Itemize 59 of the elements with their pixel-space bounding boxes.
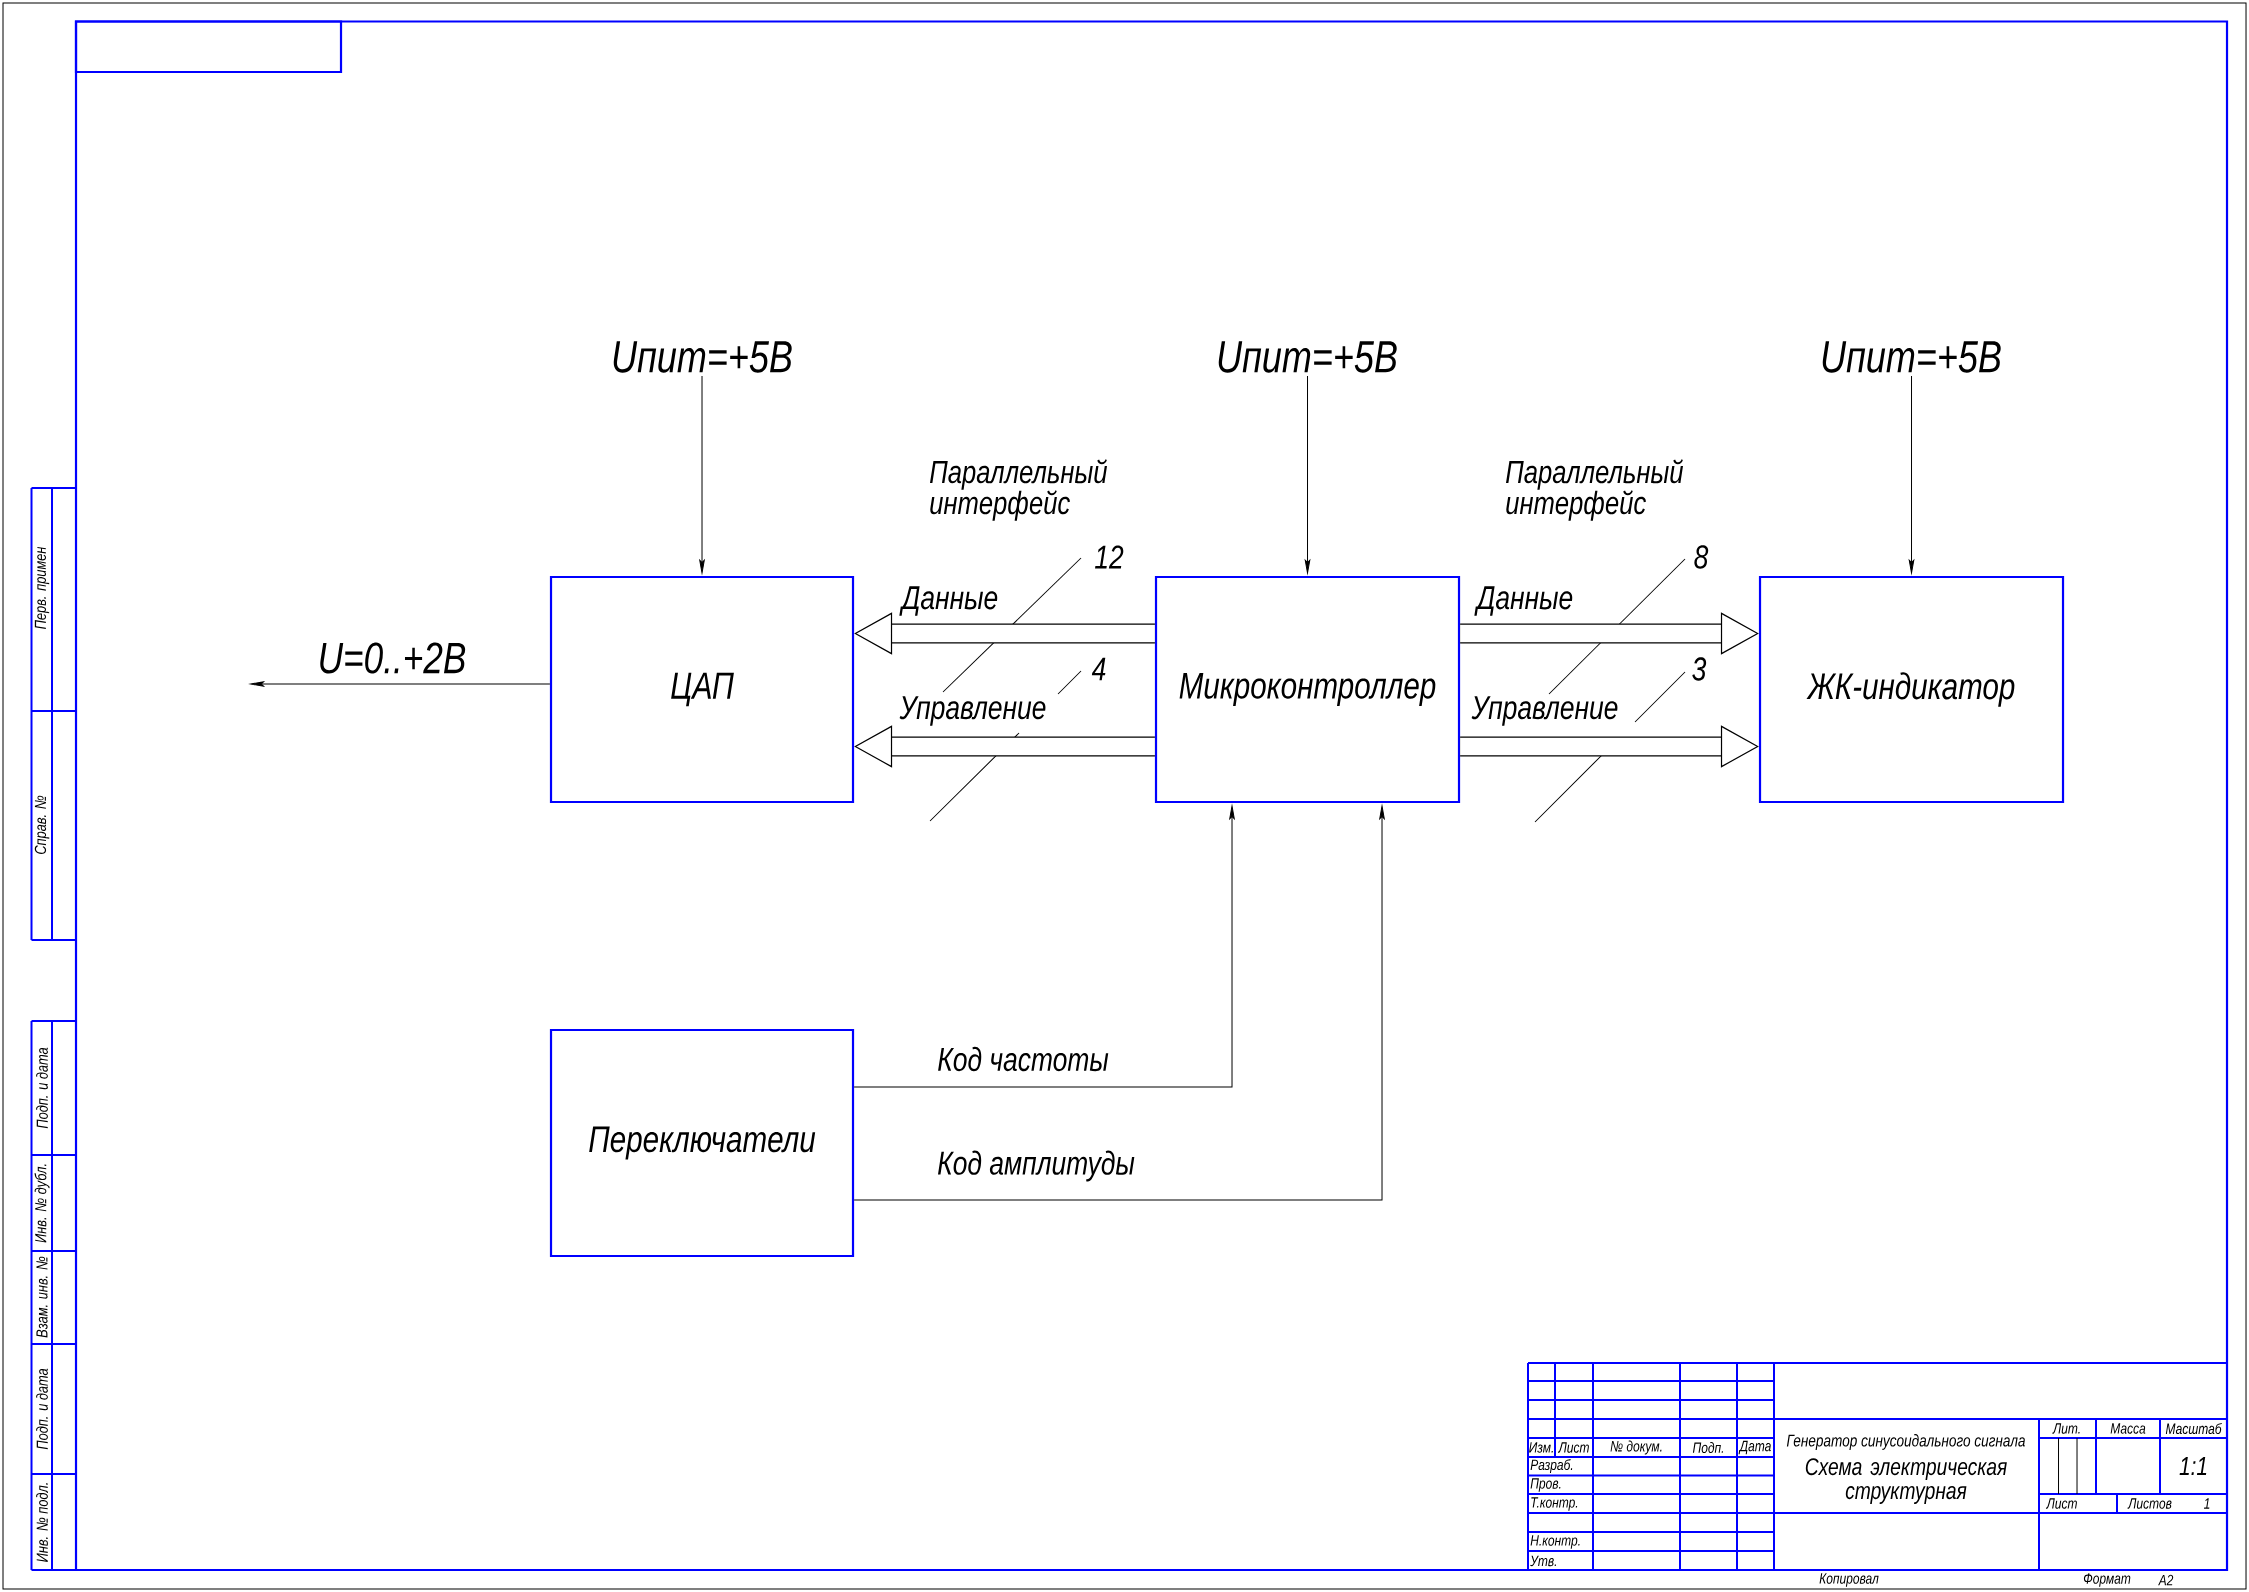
supply-voltage-label: Uпит=+5В [613,341,792,373]
bus-width-number: 12 [1095,545,1124,569]
title-block-label: Пров. [1530,1478,1561,1492]
interface-label: Параллельный интерфейс [1506,459,1683,521]
title-block-label: 1:1 [2179,1457,2207,1475]
edge-label: Код амплитуды [936,1149,1136,1183]
margin-field-label: Инв. № подл. [36,1483,48,1562]
edge-label: U=0..+2В [316,641,468,675]
title-block-label: Утв. [1530,1555,1556,1567]
bus-arrow [854,612,1155,655]
bus-arrow [854,725,1155,768]
title-block-label: Масса [2110,1423,2146,1434]
edge-label: Управление [898,695,1048,727]
margin-field-label: Подп. и дата [36,1368,48,1450]
margin-field-label: Взам. инв. № [36,1256,48,1338]
arrow [250,681,551,687]
title-block-label: 1 [2204,1498,2210,1509]
margin-field-label: Справ. № [34,795,50,854]
edge-label: Код частоты [936,1045,1110,1073]
title-block-label: Н.контр. [1530,1535,1580,1549]
title-block-label: Подп. [1692,1442,1723,1453]
arrow [853,805,1385,1201]
sheet-caption: Копировал [1819,1573,1879,1587]
block-box: Микроконтроллер [1154,575,1461,804]
margin-field-label: Перв. примен [34,546,50,629]
title-block-label: Изм. [1529,1442,1553,1453]
title-block-label: Разраб. [1530,1458,1573,1474]
block-box: ЦАП [549,575,855,804]
edge-label: Управление [1470,695,1620,727]
block-box: Переключатели [549,1028,855,1258]
bus-width-number: 3 [1692,657,1707,681]
title-block-label: Лист [2045,1498,2077,1509]
title-block-label: Масштаб [2165,1422,2222,1435]
interface-label: Параллельный интерфейс [930,459,1107,521]
supply-voltage-label: Uпит=+5В [1822,341,2001,373]
arrow [853,805,1235,1088]
bus-arrow [1460,612,1759,655]
sheet-caption: A2 [2158,1574,2174,1586]
arrow [1908,375,1915,574]
title-block-label: Т.контр. [1531,1497,1578,1511]
block-box: ЖК-индикатор [1758,575,2065,804]
arrow [699,375,705,574]
supply-voltage-label: Uпит=+5В [1218,341,1397,373]
sheet-caption: Формат [2083,1573,2131,1587]
drawing-title: Схема электрическая структурная [1805,1458,2007,1504]
title-block-label: № докум. [1610,1440,1662,1455]
arrow [1304,375,1311,574]
title-block-label: Лит. [2052,1423,2080,1434]
bus-width-number: 8 [1694,545,1709,569]
edge-label: Данные [899,585,1000,617]
bus-arrow [1460,725,1759,768]
title-block-label: Лист [1557,1442,1589,1453]
drawing-title: Генератор синусоидального сигнала [1786,1434,2026,1450]
bus-width-number: 4 [1091,657,1106,681]
title-block-label: Листов [2127,1498,2172,1509]
margin-field-label: Инв. № дубл. [34,1164,50,1243]
title-block-label: Дата [1738,1440,1771,1455]
edge-label: Данные [1474,585,1575,617]
margin-field-label: Подп. и дата [36,1047,48,1129]
